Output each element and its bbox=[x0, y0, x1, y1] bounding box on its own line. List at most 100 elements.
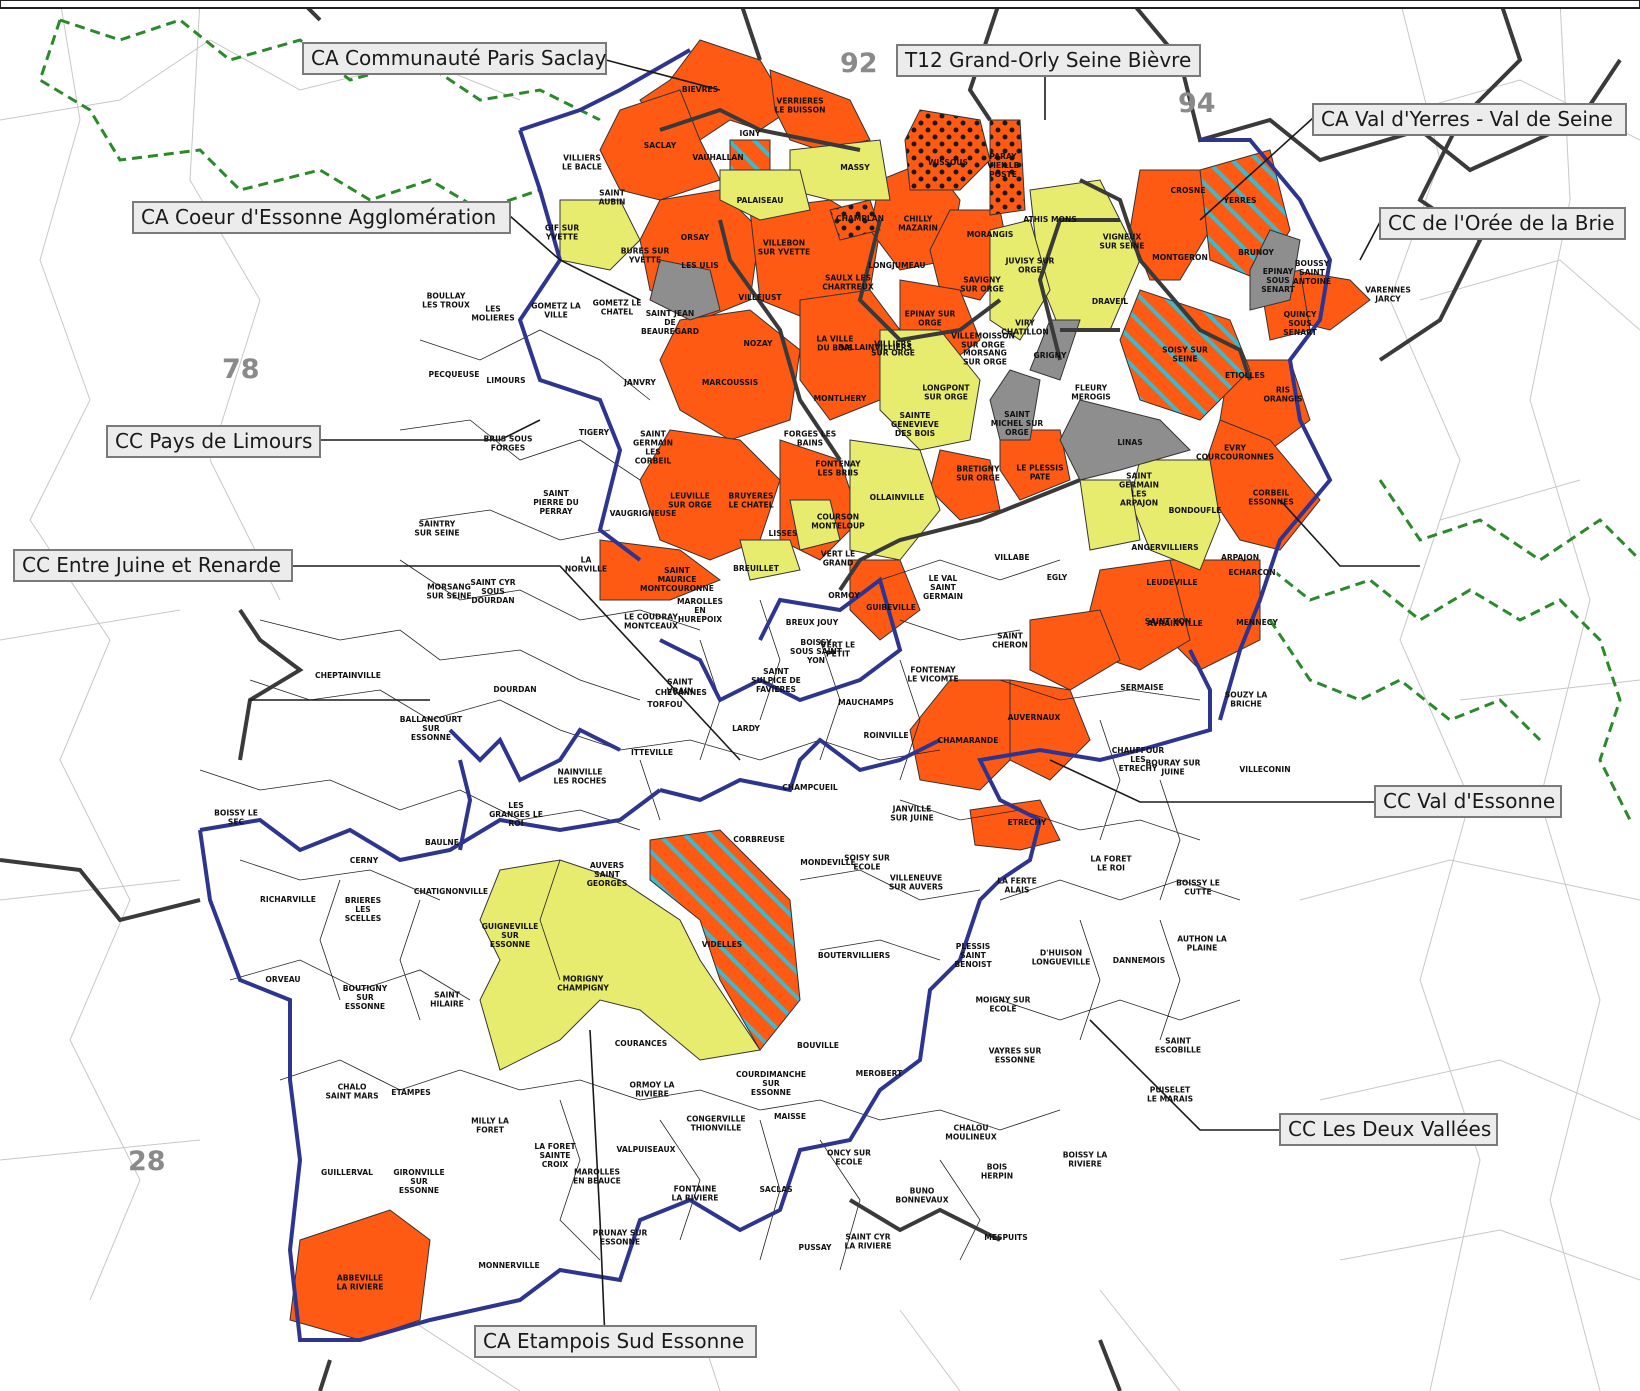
commune-label: ARPAJON bbox=[1221, 553, 1259, 562]
commune-label: BIEVRES bbox=[682, 85, 718, 94]
commune-label: ATHIS MONS bbox=[1023, 215, 1077, 224]
commune-label: AVRAINVILLE bbox=[1147, 619, 1203, 628]
commune-label: CERNY bbox=[350, 856, 379, 865]
commune-label: SERMAISE bbox=[1120, 683, 1163, 692]
commune-label: GUIBEVILLE bbox=[866, 603, 916, 612]
top-frame bbox=[0, 0, 1640, 9]
commune-label: TORFOU bbox=[647, 700, 682, 709]
callout-leaders bbox=[250, 59, 1420, 1341]
commune-label: SACLAY bbox=[644, 141, 677, 150]
commune-label: VALPUISEAUX bbox=[617, 1145, 676, 1154]
commune-label: LISSES bbox=[769, 529, 798, 538]
commune-label: LONGJUMEAU bbox=[868, 261, 925, 270]
dept-78: 78 bbox=[222, 354, 260, 385]
callout-boxes: CA Communauté Paris Saclay T12 Grand-Orl… bbox=[13, 42, 1627, 1358]
svg-text:CC Val d'Essonne: CC Val d'Essonne bbox=[1383, 789, 1555, 813]
callout-ca-val-dyerres: CA Val d'Yerres - Val de Seine bbox=[1312, 103, 1627, 136]
commune-label: BRUNOY bbox=[1238, 248, 1274, 257]
svg-text:CA Val d'Yerres - Val de Seine: CA Val d'Yerres - Val de Seine bbox=[1321, 107, 1613, 131]
commune-label: CHEVANNES bbox=[655, 688, 707, 697]
commune-label: LINAS bbox=[1117, 438, 1142, 447]
commune-label: VILLABE bbox=[994, 553, 1029, 562]
commune-label: JANVRY bbox=[623, 378, 656, 387]
commune-label: ORSAY bbox=[681, 233, 710, 242]
commune-label: IGNY bbox=[740, 129, 761, 138]
commune-label: VILLEJUST bbox=[738, 293, 782, 302]
commune-label: PECQUEUSE bbox=[429, 370, 480, 379]
commune-label: MAUCHAMPS bbox=[838, 698, 894, 707]
commune-label: ORVEAU bbox=[265, 975, 300, 984]
commune-label: EGLY bbox=[1047, 573, 1068, 582]
orange-communes bbox=[289, 39, 1371, 1341]
commune-label: PALAISEAU bbox=[737, 196, 784, 205]
svg-text:CC de l'Orée de la Brie: CC de l'Orée de la Brie bbox=[1388, 211, 1615, 235]
yellow-communes bbox=[479, 139, 1221, 1071]
commune-label: OLLAINVILLE bbox=[870, 493, 925, 502]
commune-label: MONNERVILLE bbox=[478, 1261, 539, 1270]
commune-label: ITTEVILLE bbox=[631, 748, 673, 757]
commune-label: ORMOY bbox=[828, 591, 860, 600]
commune-label: BALLAINVILLIERS bbox=[838, 343, 912, 352]
commune-label: COURANCES bbox=[615, 1039, 668, 1048]
commune-label: CHAMPCUEIL bbox=[782, 783, 838, 792]
commune-label: TIGERY bbox=[579, 428, 610, 437]
commune-label: MARCOUSSIS bbox=[702, 378, 758, 387]
commune-label: MEROBERT bbox=[856, 1069, 904, 1078]
commune-label: MONTGERON bbox=[1152, 253, 1208, 262]
commune-label: RICHARVILLE bbox=[260, 895, 316, 904]
commune-label: PUSSAY bbox=[799, 1243, 832, 1252]
callout-cc-entre-juine-renarde: CC Entre Juine et Renarde bbox=[13, 549, 293, 582]
commune-label: ECHARCON bbox=[1228, 568, 1275, 577]
commune-label: ETAMPES bbox=[391, 1088, 430, 1097]
commune-label: BAULNE bbox=[425, 838, 459, 847]
commune-label: SACLAS bbox=[759, 1185, 792, 1194]
commune-label: DOURDAN bbox=[493, 685, 536, 694]
commune-label: ETRECHY bbox=[1008, 818, 1047, 827]
